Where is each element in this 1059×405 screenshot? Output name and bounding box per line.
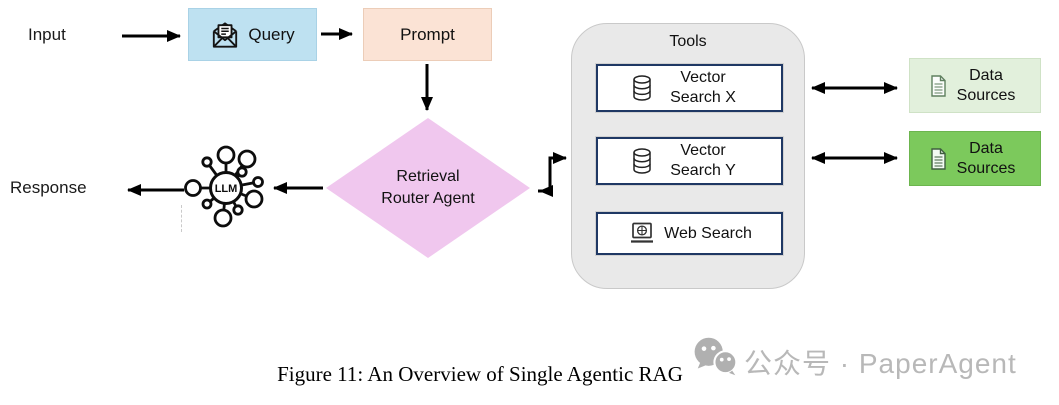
llm-label: LLM	[215, 183, 238, 195]
open-mail-icon	[213, 21, 238, 48]
document-icon	[931, 147, 946, 170]
database-icon	[633, 148, 651, 174]
data-sources-node-2: Data Sources	[909, 131, 1041, 186]
database-icon	[633, 75, 651, 101]
retrieval-router-agent-label: Retrieval Router Agent	[381, 167, 475, 207]
watermark: 公众号 · PaperAgent	[692, 336, 1017, 382]
wechat-icon	[694, 337, 738, 376]
figure-caption: Figure 11: An Overview of Single Agentic…	[277, 362, 683, 386]
input-label: Input	[28, 25, 66, 44]
data-sources-label: Data Sources	[956, 66, 1016, 104]
data-sources-node-1: Data Sources	[909, 58, 1041, 113]
web-search-node: Web Search	[596, 212, 783, 255]
web-browser-icon	[631, 222, 654, 243]
tools-title: Tools	[669, 33, 707, 50]
response-label: Response	[10, 178, 87, 197]
retrieval-router-agent-node: Retrieval Router Agent	[326, 118, 530, 258]
watermark-text: 公众号 · PaperAgent	[744, 348, 1017, 379]
prompt-label: Prompt	[400, 24, 455, 44]
query-label: Query	[248, 24, 295, 44]
query-node: Query	[188, 8, 317, 61]
stray-dashed-mark	[181, 205, 182, 232]
vector-search-x-node: Vector Search X	[596, 64, 783, 112]
vector-search-y-label: Vector Search Y	[670, 142, 736, 179]
data-sources-label: Data Sources	[956, 139, 1016, 177]
vector-search-y-node: Vector Search Y	[596, 137, 783, 185]
web-search-label: Web Search	[664, 224, 752, 242]
arrow-router-to-tools	[538, 152, 567, 193]
llm-network-icon: LLM	[184, 145, 264, 228]
document-icon	[931, 74, 946, 97]
prompt-node: Prompt	[363, 8, 492, 61]
vector-search-x-label: Vector Search X	[670, 69, 736, 106]
